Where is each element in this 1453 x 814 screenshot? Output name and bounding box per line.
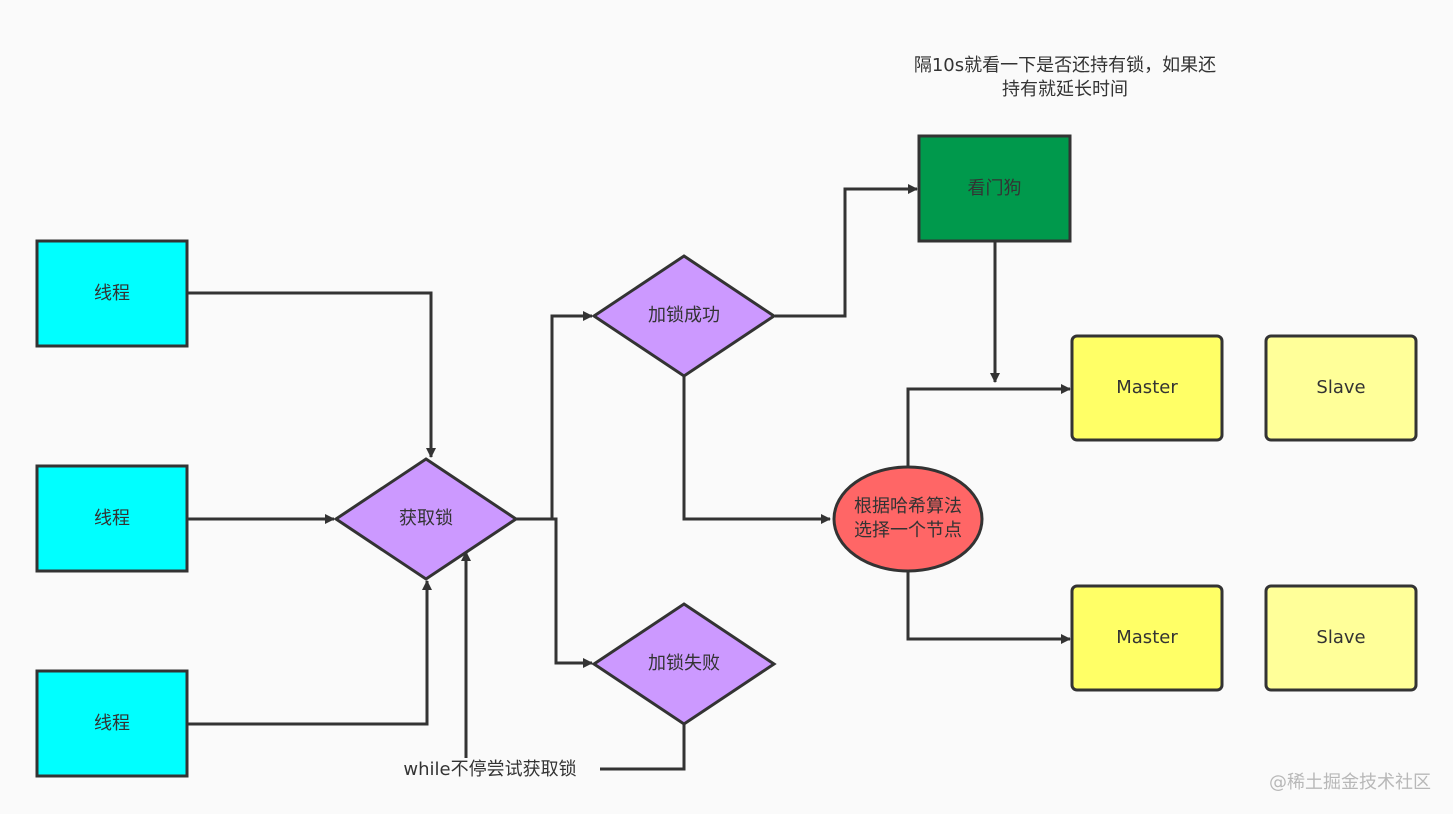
lock-success-diamond [591, 254, 777, 378]
lock-fail-diamond [591, 602, 777, 726]
thread-box-2 [35, 464, 189, 573]
thread-box-1 [35, 239, 189, 348]
watchdog-note-line2: 持有就延长时间 [1002, 79, 1128, 100]
edge-acquire-to-fail [516, 517, 593, 668]
watermark: @稀土掘金技术社区 [1269, 772, 1431, 793]
edge-thread3-to-acquire [188, 580, 432, 726]
watchdog-box [917, 134, 1072, 243]
master-box-1 [1070, 334, 1224, 442]
edge-hash-to-master2 [906, 571, 1071, 644]
hash-select-ellipse [832, 465, 984, 573]
thread-box-3 [35, 669, 189, 778]
watchdog-note: 隔10s就看一下是否还持有锁，如果还 持有就延长时间 [880, 54, 1250, 102]
slave-box-1 [1264, 334, 1418, 442]
watchdog-note-line1: 隔10s就看一下是否还持有锁，如果还 [913, 55, 1217, 76]
edge-hash-to-master1 [906, 384, 1071, 467]
retry-label: while不停尝试获取锁 [380, 758, 600, 782]
edge-success-to-hash [682, 376, 831, 524]
master-box-2 [1070, 584, 1224, 692]
edge-thread1-to-acquire [188, 291, 436, 458]
slave-box-2 [1264, 584, 1418, 692]
edge-acquire-to-success [516, 311, 593, 521]
acquire-lock-diamond [333, 457, 519, 581]
edge-success-to-watchdog [775, 184, 918, 318]
